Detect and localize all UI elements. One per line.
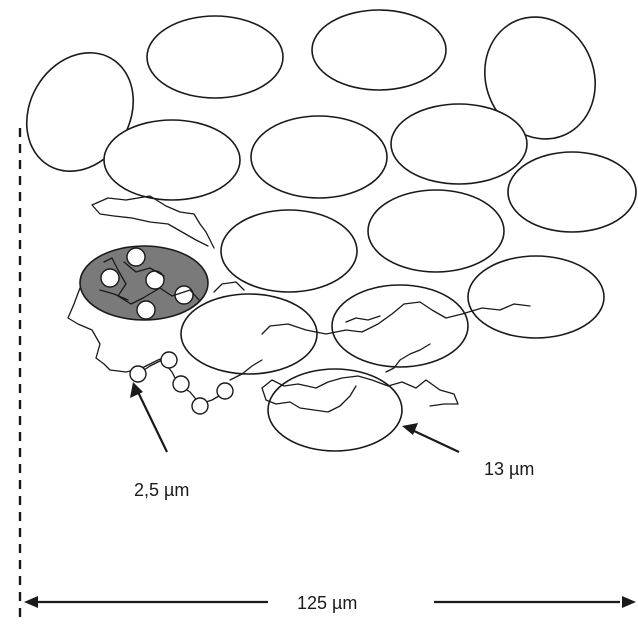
large-particle <box>332 285 468 367</box>
large-particle <box>312 10 446 90</box>
small-particle <box>130 366 146 382</box>
small-particle <box>127 248 145 266</box>
small-particle <box>173 376 189 392</box>
small-particle <box>175 286 193 304</box>
pointer-small-head <box>130 382 143 398</box>
fiber <box>92 196 214 248</box>
large-particle <box>391 104 527 184</box>
large-particle <box>251 116 387 198</box>
fiber <box>214 282 244 292</box>
large-particle <box>468 256 604 338</box>
small-particle <box>161 352 177 368</box>
width-arrow-left-head <box>24 596 38 608</box>
large-particle <box>268 369 402 451</box>
large-particles <box>6 0 636 451</box>
small-particle <box>217 383 233 399</box>
large-particle <box>368 190 504 272</box>
small-particle <box>101 269 119 287</box>
highlighted-particle <box>80 246 208 320</box>
large-particle <box>508 152 636 232</box>
large-particle <box>181 294 317 374</box>
small-particle-label: 2,5 µm <box>134 480 189 500</box>
small-particle <box>137 301 155 319</box>
large-particle <box>147 16 283 98</box>
pointer-large-line <box>412 430 459 452</box>
small-particle <box>146 271 164 289</box>
pointer-small <box>130 382 167 452</box>
large-particle <box>104 120 240 200</box>
pointer-large <box>402 423 459 452</box>
width-label: 125 µm <box>297 593 357 613</box>
large-particle-label: 13 µm <box>484 459 534 479</box>
small-particle <box>192 398 208 414</box>
pointer-small-line <box>138 392 167 452</box>
pointer-large-head <box>402 423 418 435</box>
width-arrow-right-head <box>622 596 636 608</box>
large-particle <box>221 210 357 292</box>
